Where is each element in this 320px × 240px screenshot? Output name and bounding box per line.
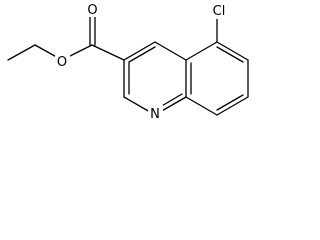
bond-c8a-n1 (159, 96, 187, 113)
bond-c5-c6 (216, 41, 249, 61)
bond-ccarbonyl-c3 (91, 44, 125, 61)
bond-c4-c4a (154, 41, 187, 61)
bond-c3-c4 (123, 41, 156, 61)
pyridine-ring (123, 41, 187, 113)
bond-c8-c8a (185, 96, 218, 116)
bond-c5-c6-inner (216, 46, 244, 63)
chlorine-label: Cl (213, 4, 226, 19)
bond-c3-c4-inner (128, 46, 156, 63)
bond-c4a-c5 (185, 41, 218, 61)
bond-c7-c8-inner (216, 94, 244, 111)
molecule-structure: O O Cl N (7, 2, 249, 122)
bond-c8a-n1-inner (159, 93, 183, 108)
oxygen-ester-label: O (57, 55, 67, 70)
bond-n1-c2 (123, 96, 151, 113)
ethyl-group (7, 44, 63, 61)
oxygen-carbonyl-label: O (87, 3, 97, 18)
bond-ch3-ch2 (7, 44, 36, 61)
ester-group (61, 11, 125, 61)
bond-c7-c8 (216, 96, 249, 116)
benzene-ring (185, 41, 249, 116)
nitrogen-label: N (150, 107, 160, 122)
atom-labels: O O Cl N (55, 2, 230, 122)
